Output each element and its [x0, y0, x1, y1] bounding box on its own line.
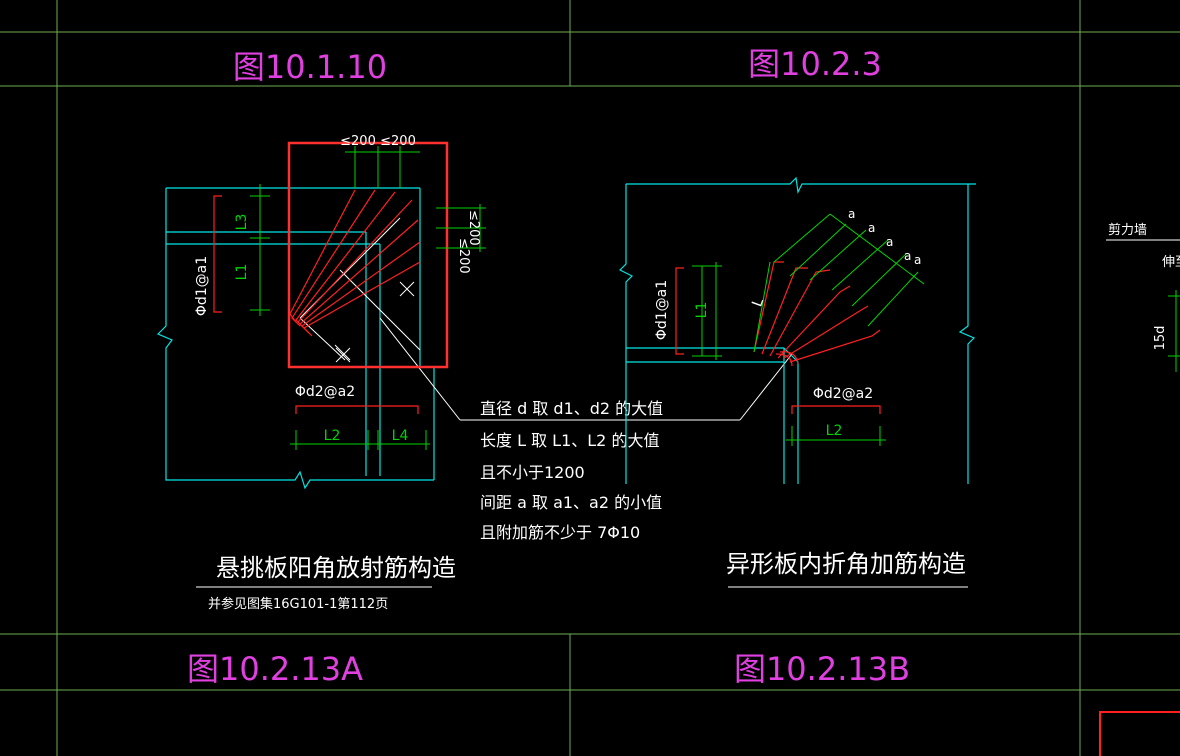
left-detail-title: 悬挑板阳角放射筋构造 — [216, 554, 456, 582]
left-label-L4: L4 — [392, 428, 409, 444]
right-dimension-lines — [692, 213, 925, 360]
edge-label-15d: 15d — [1153, 326, 1168, 351]
right-phi-d2-bracket — [791, 405, 881, 414]
right-rebars — [753, 261, 881, 367]
left-dim-right-2: ≤200 — [456, 238, 471, 274]
left-top-dimension — [345, 146, 420, 188]
edge-dimension — [1168, 290, 1180, 372]
right-label-L: L — [749, 296, 767, 309]
edge-label-extend: 伸至 — [1162, 255, 1180, 270]
right-label-a: a — [848, 207, 855, 221]
notes-block: 直径 d 取 d1、d2 的大值 长度 L 取 L1、L2 的大值 且不小于12… — [480, 399, 663, 542]
right-detail: a a a a a Φd1@a1 L1 L Φd2@a2 L2 异形板内折角加筋… — [618, 176, 976, 588]
left-bottom-dimension — [290, 430, 430, 450]
note-line: 且附加筋不少于 7Φ10 — [480, 523, 640, 542]
left-detail-subtitle: 并参见图集16G101-1第112页 — [208, 596, 388, 612]
left-hidden-lines — [166, 231, 381, 476]
note-line: 长度 L 取 L1、L2 的大值 — [480, 431, 659, 450]
left-right-dimension — [436, 204, 486, 252]
note-line: 间距 a 取 a1、a2 的小值 — [480, 493, 662, 512]
left-label-phi-d2: Φd2@a2 — [295, 384, 355, 400]
left-dim-top-2: ≤200 — [380, 134, 416, 149]
left-dim-right-1: ≤200 — [466, 210, 481, 246]
left-vertical-dimension — [250, 184, 270, 316]
left-phi-d2-bracket — [295, 405, 419, 414]
left-dim-top-1: ≤200 — [340, 134, 376, 149]
right-label-phi-d1: Φd1@a1 — [654, 280, 670, 340]
left-label-L3: L3 — [234, 214, 250, 231]
left-corner-cross — [299, 217, 660, 421]
left-label-L2: L2 — [324, 428, 341, 444]
right-bottom-dimension — [786, 426, 886, 446]
right-label-L1: L1 — [694, 302, 710, 319]
right-label-a: a — [904, 249, 911, 263]
left-detail: ≤200 ≤200 ≤200 ≤200 L3 L1 Φd1@a1 Φd2@a2 — [156, 134, 660, 612]
edge-fragment: 剪力墙 伸至 15d — [1106, 222, 1180, 372]
fig-label-top-left: 图10.1.10 — [233, 48, 387, 86]
left-label-L1: L1 — [234, 264, 250, 281]
fig-label-top-right: 图10.2.3 — [748, 45, 882, 83]
right-detail-title: 异形板内折角加筋构造 — [726, 550, 966, 578]
note-line: 且不小于1200 — [480, 463, 585, 482]
right-label-L2: L2 — [826, 423, 843, 439]
notes-leader-diagonal — [739, 353, 793, 421]
fig-label-bottom-left: 图10.2.13A — [187, 650, 363, 688]
right-phi-d1-bracket — [675, 267, 684, 355]
corner-red-box — [1099, 711, 1180, 756]
right-spacing-marks: a a a a a — [848, 207, 921, 267]
right-label-a: a — [914, 253, 921, 267]
left-phi-d1-bracket — [213, 195, 222, 313]
left-highlight-box — [287, 141, 449, 369]
left-radial-rebars — [289, 189, 421, 337]
right-slab-outline — [618, 176, 976, 484]
right-label-phi-d2: Φd2@a2 — [813, 386, 873, 402]
note-line: 直径 d 取 d1、d2 的大值 — [480, 399, 663, 418]
right-label-a: a — [886, 235, 893, 249]
left-label-phi-d1: Φd1@a1 — [194, 256, 210, 316]
right-label-a: a — [868, 221, 875, 235]
fig-label-bottom-right: 图10.2.13B — [734, 650, 910, 688]
edge-label-shear-wall: 剪力墙 — [1108, 222, 1147, 238]
